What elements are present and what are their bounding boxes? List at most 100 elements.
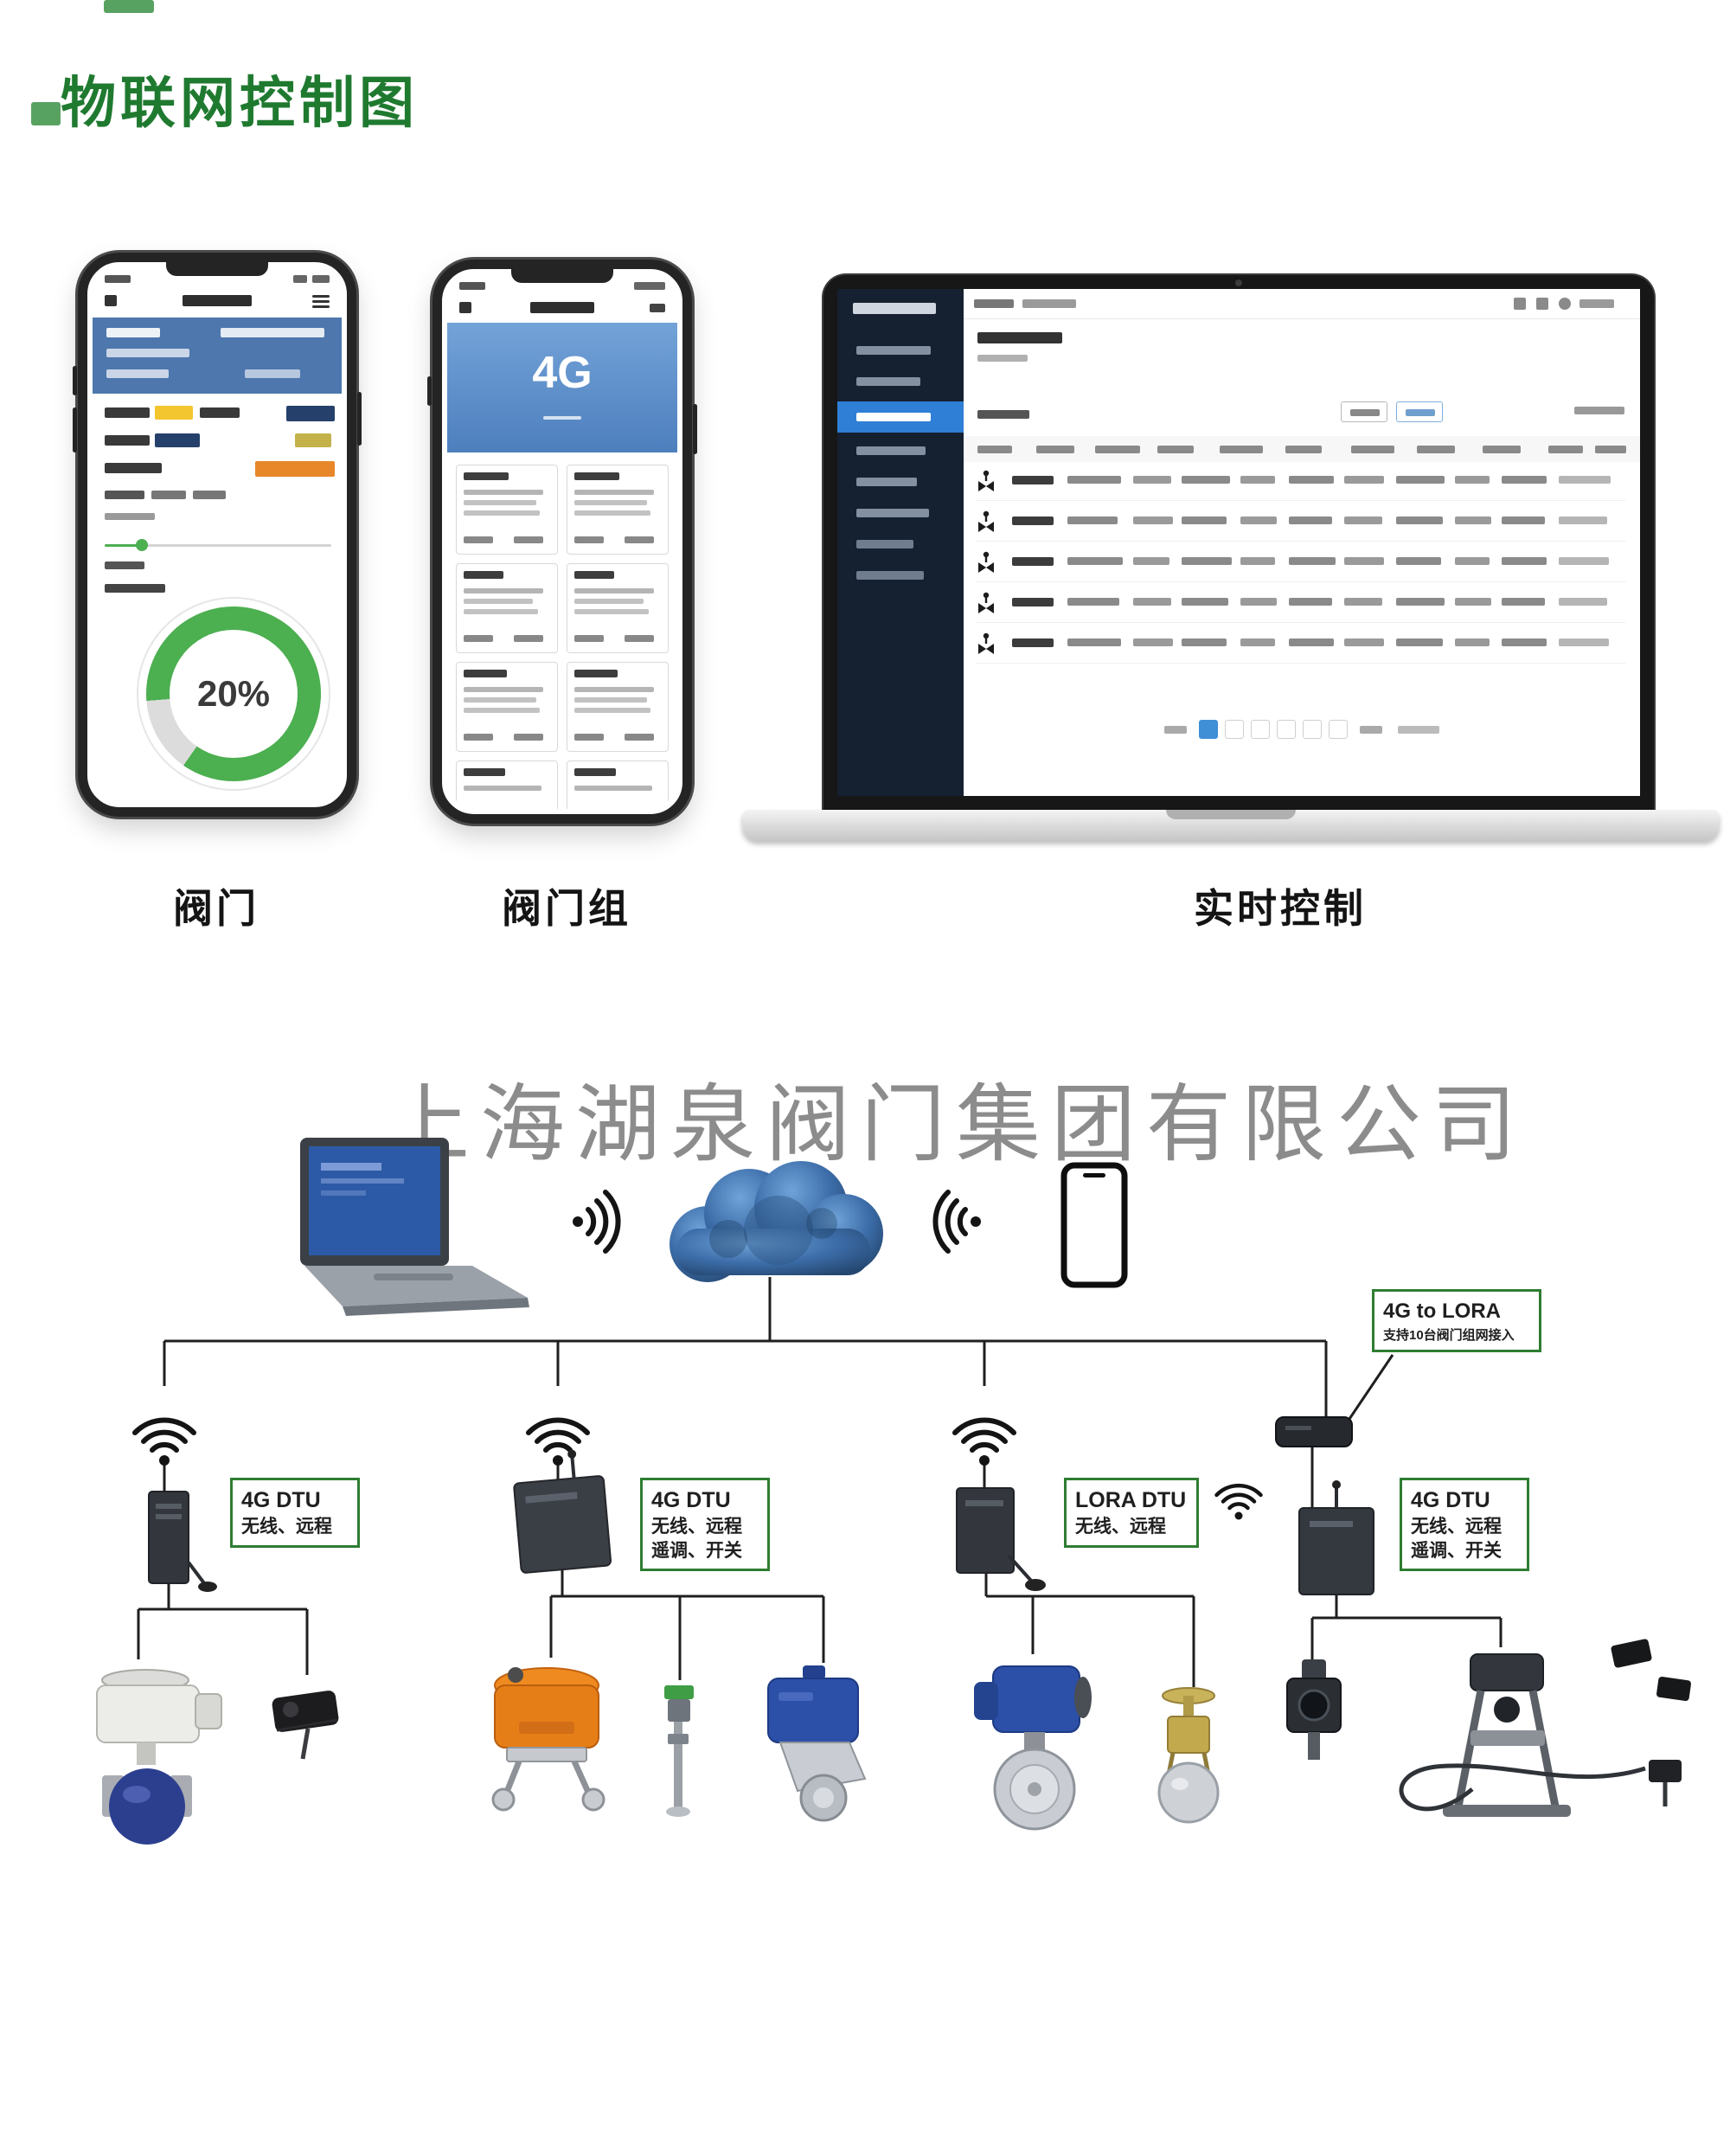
dtu-label-line: 遥调、开关 bbox=[1411, 1540, 1502, 1561]
column-header bbox=[1285, 446, 1322, 453]
battery-icon bbox=[312, 275, 330, 283]
valve-card bbox=[567, 662, 669, 752]
pagination bbox=[964, 720, 1640, 739]
status-badge-orange bbox=[255, 461, 335, 477]
toolbar-extra bbox=[1574, 407, 1624, 414]
header-text bbox=[221, 328, 324, 337]
opening-slider-track bbox=[105, 544, 331, 547]
sidebar-item bbox=[856, 509, 929, 517]
stray-green-mark bbox=[31, 102, 61, 125]
dtu-label-line: 无线、远程 bbox=[651, 1517, 742, 1537]
sidebar-item bbox=[856, 377, 920, 386]
company-watermark: 上海湖泉阀门集团有限公司 bbox=[384, 1079, 1528, 1172]
pagination-page bbox=[1277, 720, 1296, 739]
valve-icon bbox=[978, 470, 994, 491]
dtu-device-4 bbox=[1298, 1480, 1374, 1595]
pagination-page bbox=[1329, 720, 1348, 739]
field-label bbox=[105, 463, 162, 473]
wifi-antenna-icon bbox=[529, 1420, 587, 1466]
valve-card bbox=[567, 760, 669, 809]
status-badge-navy bbox=[155, 433, 200, 447]
column-header bbox=[1036, 446, 1074, 453]
caption-realtime-control: 实时控制 bbox=[1194, 886, 1367, 931]
fullscreen-icon bbox=[1536, 298, 1548, 310]
field-value bbox=[200, 407, 240, 418]
valve-icon bbox=[978, 510, 994, 532]
gateway-label-line: 支持10台阀门组网接入 bbox=[1383, 1327, 1515, 1343]
content-title bbox=[977, 332, 1062, 343]
column-header bbox=[1595, 446, 1626, 453]
wifi-antenna-icon bbox=[1217, 1485, 1261, 1519]
phone-mockup-valve-group: 4G bbox=[427, 260, 697, 824]
breadcrumb bbox=[1022, 299, 1076, 308]
add-button bbox=[1396, 401, 1443, 422]
username bbox=[1579, 299, 1614, 308]
dtu-label-2: 4G DTU 无线、远程 遥调、开关 bbox=[640, 1478, 770, 1572]
sidebar-item-active bbox=[837, 401, 964, 433]
sidebar-item bbox=[856, 478, 917, 486]
valve-device-5 bbox=[1157, 1687, 1220, 1824]
sidebar-item bbox=[856, 540, 913, 549]
valve-card bbox=[567, 465, 669, 555]
stray-green-mark bbox=[104, 0, 154, 13]
dashboard-content bbox=[964, 289, 1640, 796]
phone-notch bbox=[166, 261, 268, 276]
phone-mockup-valve: 20% bbox=[73, 253, 362, 817]
cable bbox=[1399, 1763, 1646, 1812]
field-label bbox=[105, 435, 150, 446]
valve-device-4 bbox=[974, 1665, 1092, 1831]
wifi-antenna-icon bbox=[955, 1420, 1014, 1466]
sensor-device-2 bbox=[664, 1685, 694, 1817]
valve-card bbox=[456, 760, 558, 809]
header-text bbox=[245, 369, 300, 378]
dtu-label-line: 无线、远程 bbox=[1075, 1517, 1166, 1537]
sensor-device-1 bbox=[272, 1691, 339, 1760]
valve-header-panel bbox=[93, 318, 342, 394]
valve-device-3 bbox=[767, 1665, 867, 1822]
field-label bbox=[105, 491, 144, 499]
page-title: 物联网控制图 bbox=[61, 72, 419, 134]
gateway-label: 4G to LORA 支持10台阀门组网接入 bbox=[1372, 1289, 1541, 1353]
smartphone-icon bbox=[1060, 1162, 1128, 1288]
column-header bbox=[1417, 446, 1455, 453]
gateway-label-title: 4G to LORA bbox=[1383, 1299, 1501, 1323]
phone-volume-button bbox=[73, 407, 77, 452]
instrument-device-1 bbox=[1286, 1659, 1342, 1760]
status-time bbox=[105, 275, 131, 283]
status-badge-navy bbox=[286, 406, 335, 421]
pump-device bbox=[1443, 1653, 1571, 1817]
column-header bbox=[1220, 446, 1263, 453]
avatar bbox=[1559, 298, 1571, 310]
nav-title bbox=[183, 295, 252, 306]
caption-valve: 阀门 bbox=[173, 886, 260, 931]
field-label bbox=[105, 407, 150, 418]
breadcrumb bbox=[974, 299, 1014, 308]
dtu-label-line: 无线、远程 bbox=[241, 1517, 332, 1537]
dtu-label-title: LORA DTU bbox=[1075, 1488, 1187, 1512]
header-text bbox=[106, 349, 189, 357]
menu-icon bbox=[312, 300, 330, 303]
opening-slider-knob bbox=[136, 539, 148, 551]
sidebar-logo bbox=[853, 303, 936, 314]
phone-volume-button bbox=[73, 366, 77, 395]
column-header bbox=[1157, 446, 1194, 453]
valve-card bbox=[567, 563, 669, 653]
menu-icon bbox=[312, 305, 330, 308]
status-icons bbox=[634, 282, 665, 290]
phone-power-button bbox=[357, 392, 362, 446]
valve-card bbox=[456, 563, 558, 653]
bell-icon bbox=[1514, 298, 1526, 310]
dtu-label-title: 4G DTU bbox=[651, 1488, 731, 1512]
phone2-screen: 4G bbox=[447, 274, 677, 809]
phone-volume-button bbox=[427, 376, 432, 406]
slider-caption bbox=[105, 561, 144, 569]
stat-divider bbox=[562, 468, 564, 491]
menu-icon bbox=[650, 304, 665, 312]
field-note bbox=[105, 513, 155, 520]
valve-icon bbox=[978, 592, 994, 613]
dtu-device-3 bbox=[956, 1487, 1046, 1591]
header-underline bbox=[543, 416, 581, 420]
laptop-mockup bbox=[823, 275, 1654, 810]
lora-gateway-device bbox=[1275, 1416, 1353, 1447]
